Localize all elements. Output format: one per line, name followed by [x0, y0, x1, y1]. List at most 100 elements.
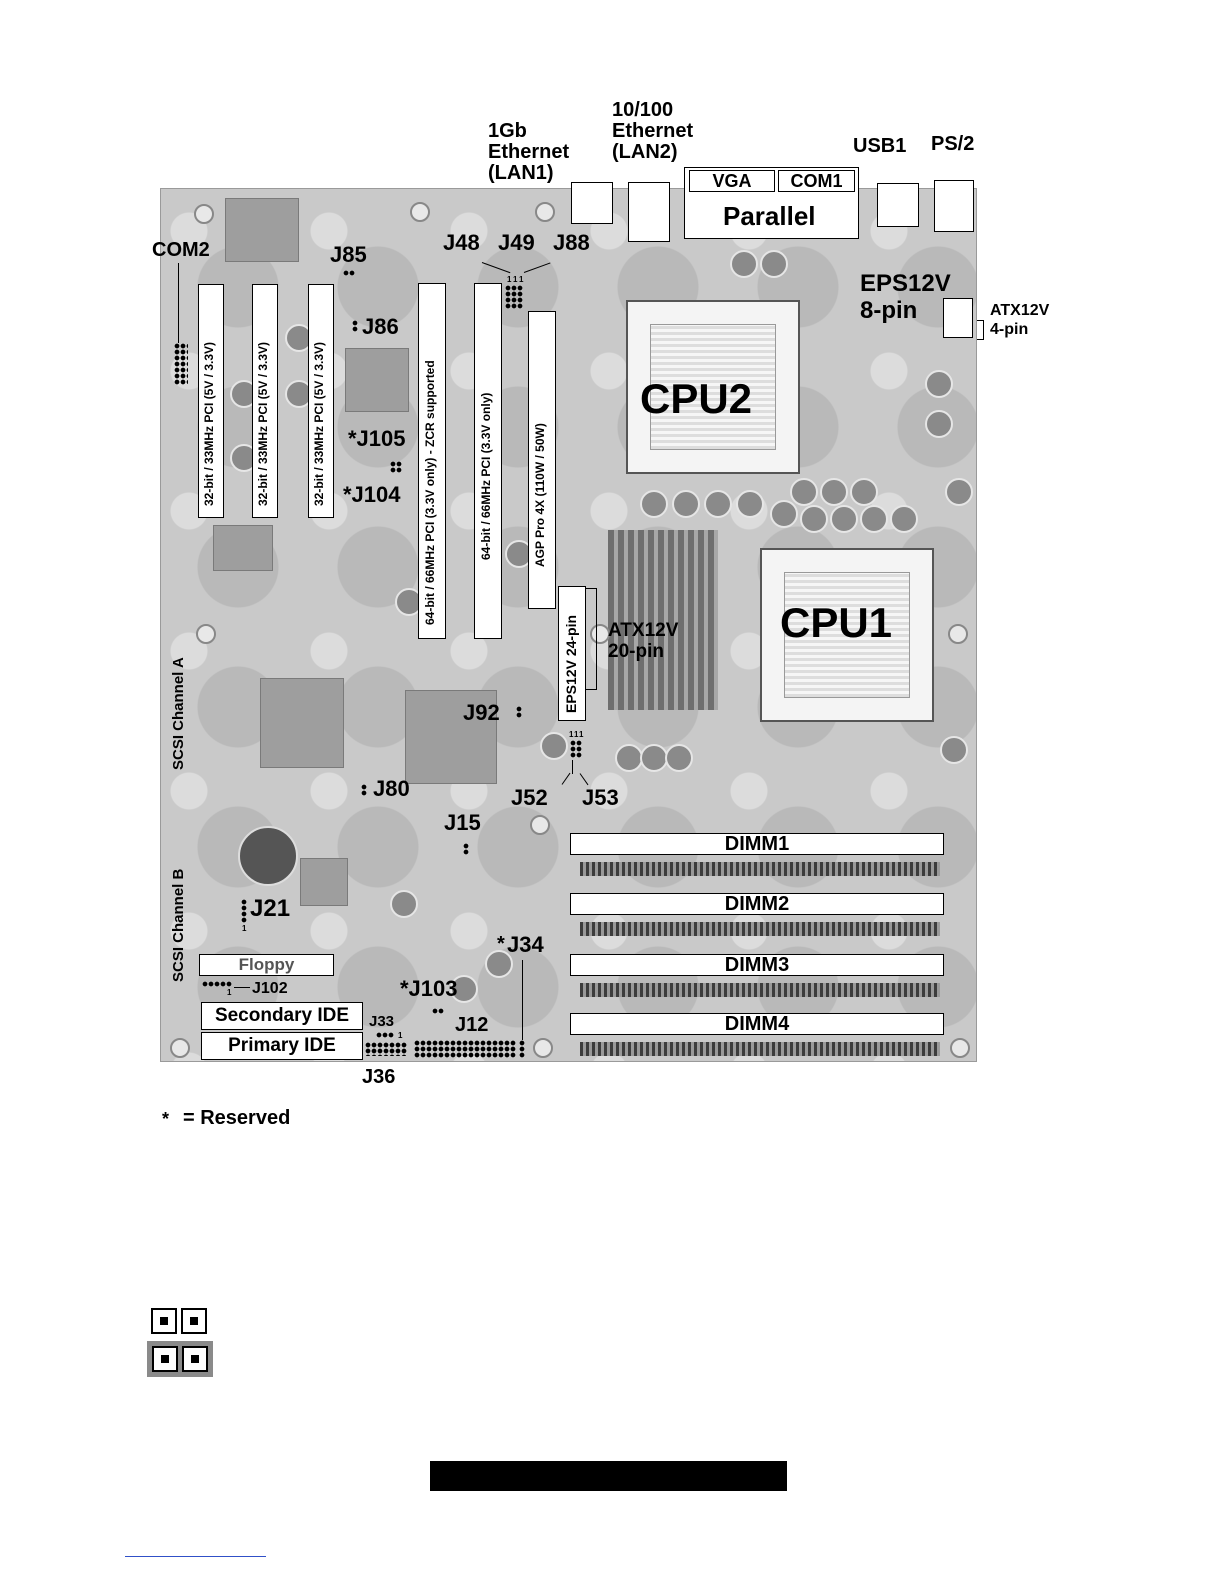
- j80-jumper: [361, 784, 367, 796]
- primary-ide-connector: Primary IDE: [201, 1032, 363, 1060]
- scsi-channel-b-label: SCSI Channel B: [170, 868, 187, 982]
- footer-bar: [430, 1461, 787, 1491]
- capacitor: [945, 478, 973, 506]
- j34-leader-line: [522, 960, 523, 1040]
- j34-star: *: [497, 933, 505, 955]
- com2-label: COM2: [152, 239, 210, 261]
- j49-label: J49: [498, 230, 535, 255]
- capacitor: [925, 370, 953, 398]
- pci64-slot: [474, 283, 502, 639]
- pci64-zcr-slot: [418, 283, 446, 639]
- capacitor: [830, 505, 858, 533]
- capacitor: [800, 505, 828, 533]
- mounting-hole: [170, 1038, 190, 1058]
- atx12v-20pin-bracket: [586, 588, 597, 690]
- pci-slot-2-label: 32-bit / 33MHz PCI (5V / 3.3V): [256, 341, 270, 506]
- pci64-zcr-slot-label: 64-bit / 66MHz PCI (3.3V only) - ZCR sup…: [423, 360, 437, 625]
- com2-leader-line: [178, 263, 179, 343]
- capacitor: [540, 732, 568, 760]
- battery: [238, 826, 298, 886]
- reserved-star: *: [162, 1109, 170, 1129]
- j86-jumper: [352, 320, 358, 332]
- j52-label: J52: [511, 785, 548, 810]
- dimm1-slot-body: [580, 862, 940, 876]
- j34-jumper: [519, 1040, 525, 1058]
- pci-slot-1-label: 32-bit / 33MHz PCI (5V / 3.3V): [202, 341, 216, 506]
- reserved-legend: = Reserved: [183, 1107, 291, 1129]
- j21-label: J21: [250, 895, 291, 922]
- dimm1-slot: DIMM1: [570, 833, 944, 855]
- scsi-controller-chip: [260, 678, 344, 768]
- northbridge-chip: [225, 198, 299, 262]
- dimm3-slot: DIMM3: [570, 954, 944, 976]
- j86-label: J86: [362, 314, 399, 339]
- j12-label: J12: [455, 1014, 489, 1036]
- mounting-hole: [410, 202, 430, 222]
- j33-pin1: 1: [398, 1031, 403, 1040]
- lan-chip: [213, 525, 273, 571]
- agp-slot: [528, 311, 556, 609]
- io-chip: [345, 348, 409, 412]
- capacitor: [820, 478, 848, 506]
- jumper-closed-icon: [147, 1341, 213, 1377]
- amd-chipset: [405, 690, 497, 784]
- jumper-open-icon: [149, 1308, 211, 1336]
- j48-label: J48: [443, 230, 480, 255]
- com2-header: [174, 343, 188, 385]
- capacitor: [390, 890, 418, 918]
- j48-j49-j88-jumpers: [505, 285, 523, 309]
- j85-jumper: [343, 270, 355, 276]
- parallel-port-label: Parallel: [723, 201, 816, 231]
- floppy-connector: Floppy: [199, 954, 334, 976]
- agp-slot-label: AGP Pro 4X (110W / 50W): [533, 423, 547, 567]
- secondary-ide-connector: Secondary IDE: [201, 1002, 363, 1030]
- j48-j49-j88-pin1: 111: [507, 275, 526, 284]
- j105-label: *J105: [348, 426, 406, 451]
- capacitor: [730, 250, 758, 278]
- j53-label: J53: [582, 785, 619, 810]
- j102-jumper: [202, 981, 232, 987]
- dimm3-slot-body: [580, 983, 940, 997]
- dimm2-slot-body: [580, 922, 940, 936]
- j15-jumper: [463, 843, 469, 855]
- capacitor: [940, 736, 968, 764]
- j36-label: J36: [362, 1066, 396, 1088]
- j105-j104-jumpers: [390, 461, 402, 473]
- mounting-hole: [590, 624, 610, 644]
- bios-chip: [300, 858, 348, 906]
- mounting-hole: [194, 204, 214, 224]
- usb1-port: [877, 183, 919, 227]
- pci-slot-3: [308, 284, 334, 518]
- pci64-slot-label: 64-bit / 66MHz PCI (3.3V only): [479, 392, 493, 560]
- com1-port: COM1: [778, 170, 855, 192]
- j104-label: *J104: [343, 482, 401, 507]
- mounting-hole: [196, 624, 216, 644]
- pci-slot-3-label: 32-bit / 33MHz PCI (5V / 3.3V): [312, 341, 326, 506]
- vga-port: VGA: [689, 170, 775, 192]
- capacitor: [640, 744, 668, 772]
- scsi-channel-a-label: SCSI Channel A: [170, 657, 187, 770]
- capacitor: [850, 478, 878, 506]
- eps12v-24pin-connector: [558, 586, 586, 721]
- mounting-hole: [948, 624, 968, 644]
- j15-label: J15: [444, 810, 481, 835]
- j52-j53-pin1: 111: [569, 730, 585, 739]
- j103-jumper: [432, 1008, 444, 1014]
- mounting-hole: [533, 1038, 553, 1058]
- capacitor: [760, 250, 788, 278]
- dimm2-slot: DIMM2: [570, 893, 944, 915]
- j103-label: *J103: [400, 976, 458, 1001]
- atx12v-4pin-bracket: [977, 320, 984, 340]
- j80-label: J80: [373, 776, 410, 801]
- capacitor: [736, 490, 764, 518]
- eps12v-24pin-label: EPS12V 24-pin: [563, 614, 579, 713]
- j85-label: J85: [330, 242, 367, 267]
- capacitor: [790, 478, 818, 506]
- dimm4-slot-body: [580, 1042, 940, 1056]
- capacitor: [860, 505, 888, 533]
- dimm4-slot: DIMM4: [570, 1013, 944, 1035]
- capacitor: [890, 505, 918, 533]
